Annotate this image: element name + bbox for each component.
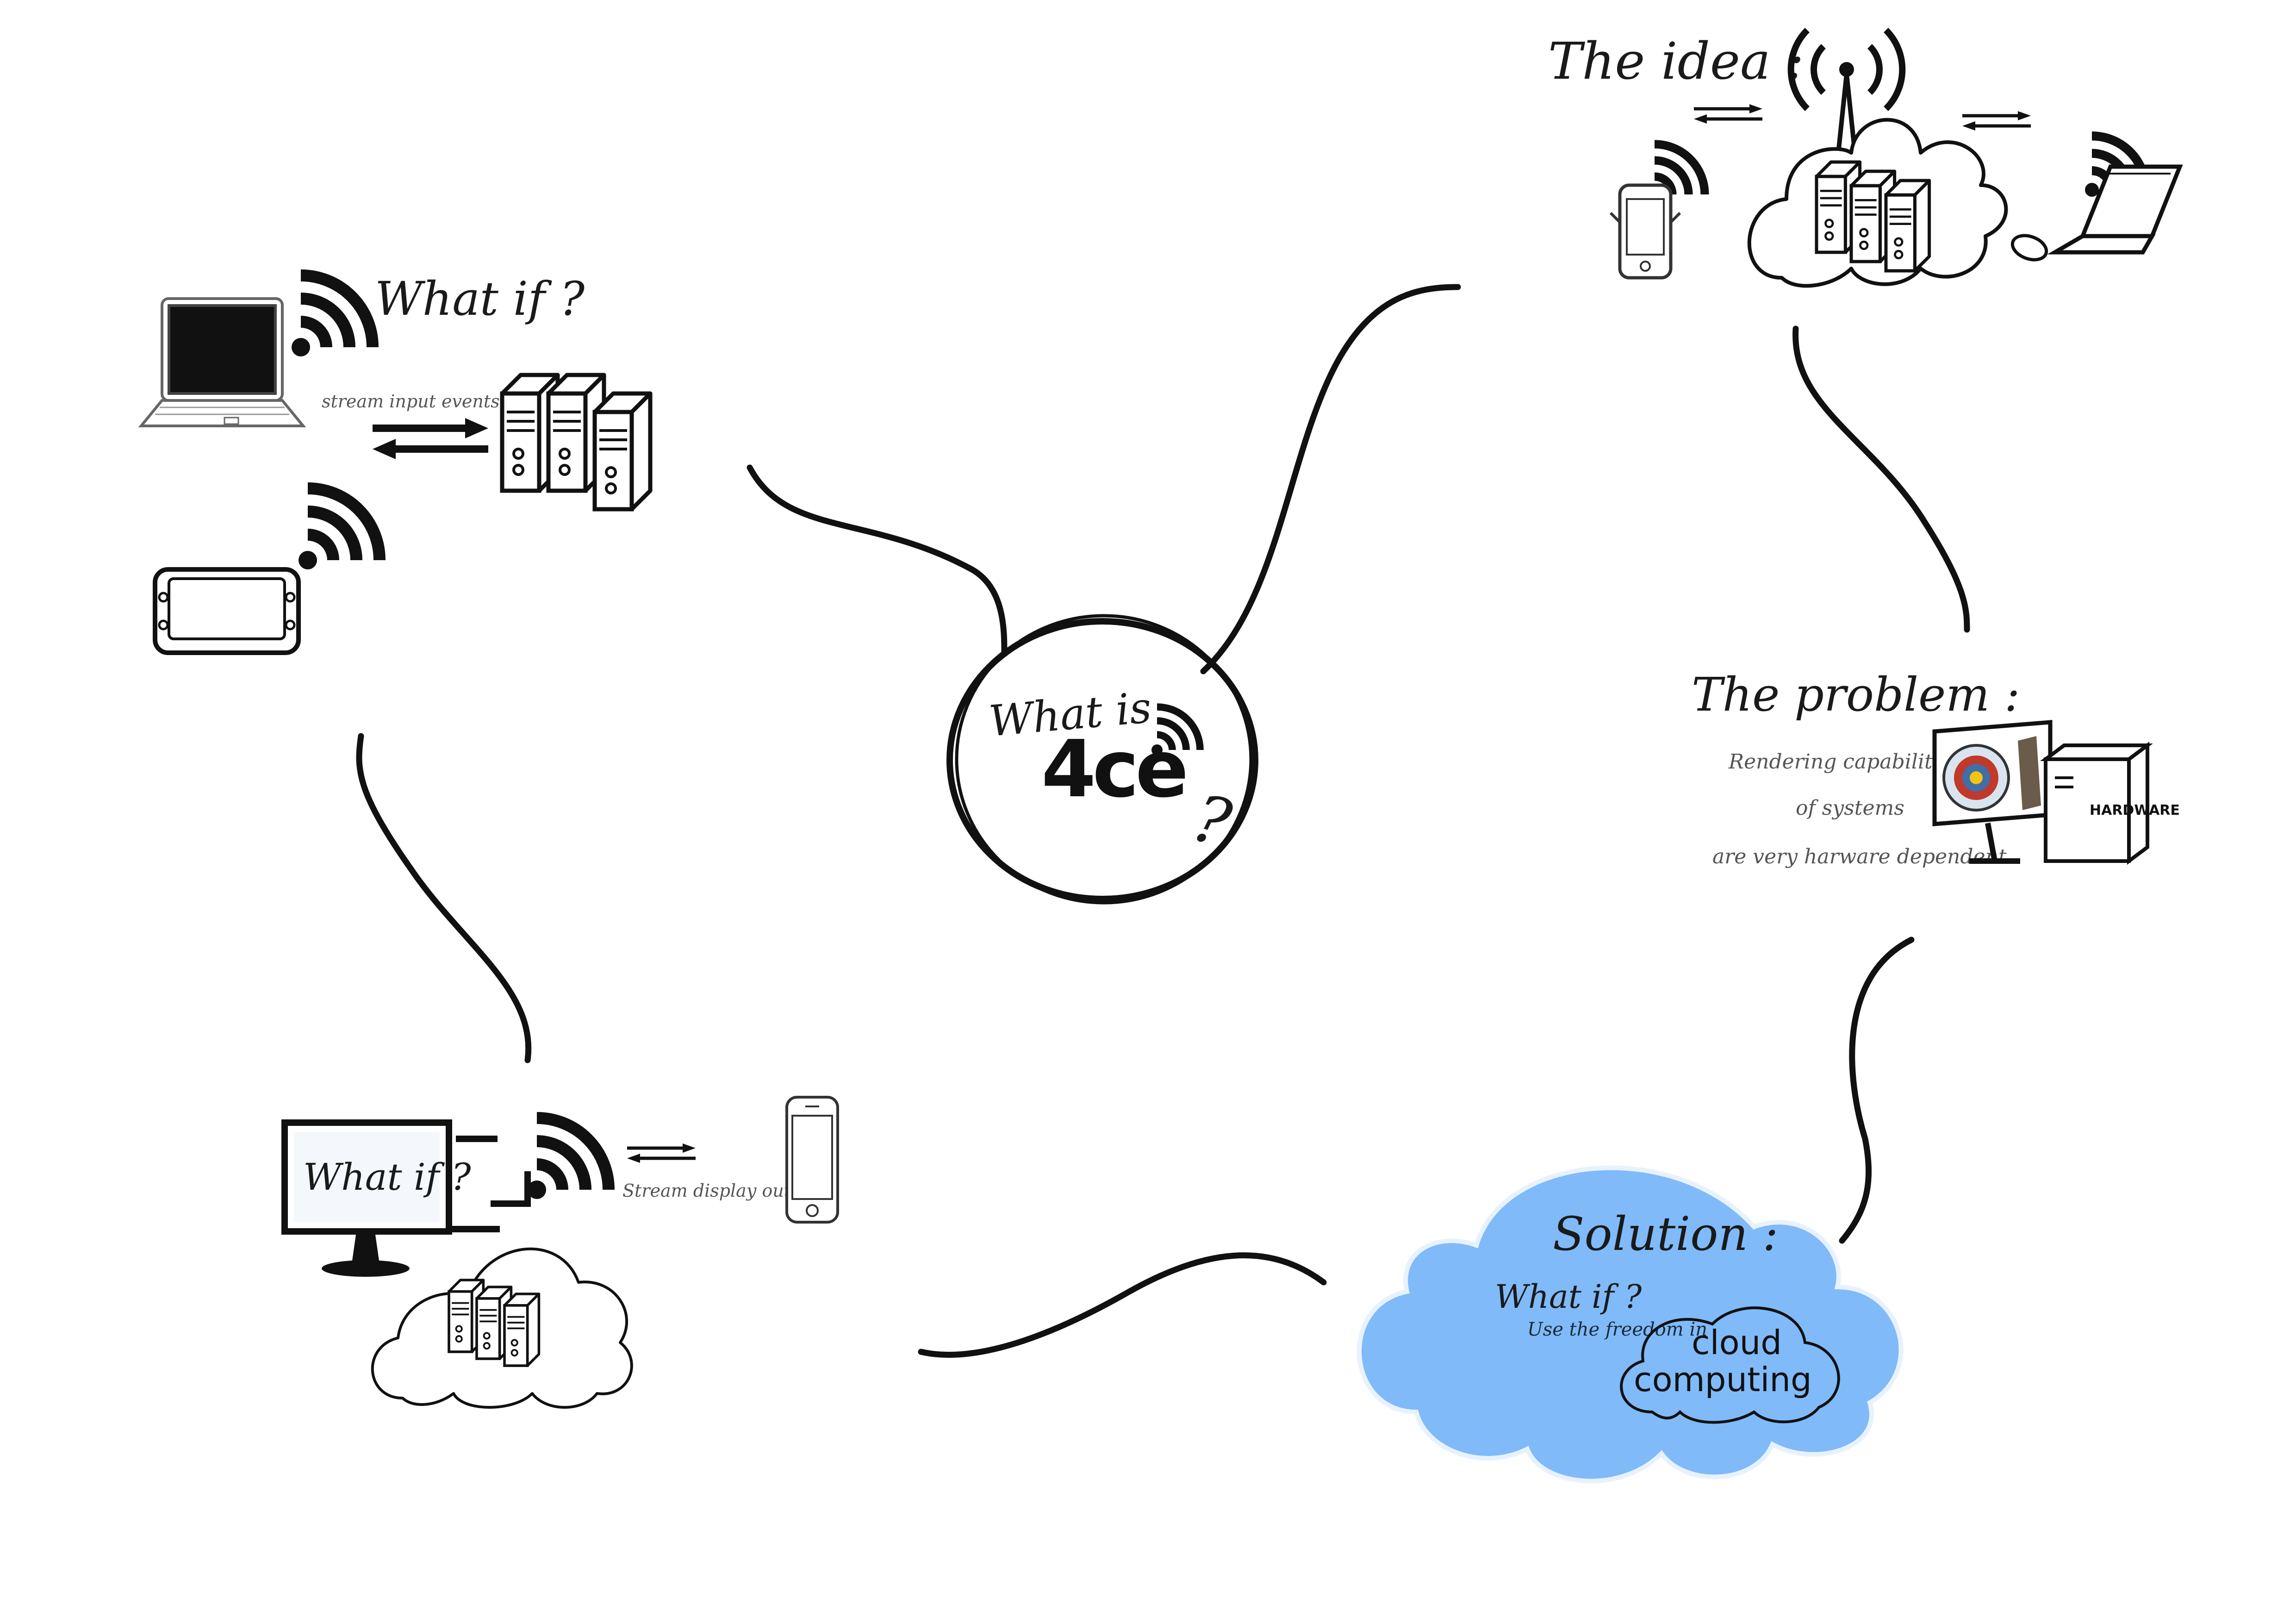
display-phone-icon	[785, 1096, 839, 1224]
center-node: What is 4ce ?	[946, 614, 1258, 905]
center-wifi-icon	[1151, 707, 1200, 756]
connector-idea-to-problem	[1792, 325, 1970, 633]
center-circle	[946, 618, 1258, 902]
cloud-icon	[1747, 118, 2008, 288]
idea-double-arrow-right-icon	[1962, 111, 2031, 131]
input-handheld-wifi-icon	[299, 488, 380, 569]
monitor-icon	[1932, 720, 2053, 864]
laptop-icon	[138, 297, 306, 427]
problem-line-2: of systems	[1796, 796, 1904, 820]
target-icon	[1942, 744, 2010, 812]
input-node: What if ? stream input events back	[138, 272, 650, 655]
display-double-arrow-icon	[627, 1143, 696, 1163]
solution-node: Solution : What if ? Use the freedom in …	[1357, 1165, 1904, 1484]
center-question-mark: ?	[1185, 780, 1239, 862]
monitor-display-icon: What if ?	[281, 1119, 472, 1277]
display-monitor-text: What if ?	[303, 1156, 472, 1199]
solution-what-if: What if ?	[1495, 1278, 1642, 1316]
idea-double-arrow-left-icon	[1694, 104, 1762, 124]
input-laptop-wifi-icon	[292, 275, 373, 356]
idea-laptop-icon	[2047, 164, 2183, 255]
connector-center-to-input	[747, 464, 1008, 656]
cell-tower-icon	[1787, 28, 1906, 164]
problem-title: The problem :	[1692, 668, 2020, 722]
display-cloud-icon	[371, 1247, 633, 1409]
idea-title: The idea :	[1548, 31, 1804, 91]
solution-cloud-shape	[1357, 1165, 1904, 1484]
connector-center-to-idea	[1200, 284, 1461, 675]
idea-node: The idea :	[1548, 28, 2183, 288]
solution-cloud-line-1: cloud	[1692, 1323, 1782, 1362]
connector-problem-to-solution	[1839, 937, 1915, 1244]
connector-solution-to-display	[918, 1252, 1327, 1358]
solution-title: Solution :	[1553, 1207, 1778, 1261]
solution-line: Use the freedom in	[1527, 1319, 1707, 1340]
input-double-arrow-icon	[373, 418, 488, 459]
input-title: What if ?	[375, 272, 585, 326]
problem-line-3: are very harware dependent	[1712, 845, 2007, 868]
center-circle-stroke-2	[955, 614, 1253, 905]
connector-lines	[356, 284, 1970, 1358]
display-wifi-icon	[528, 1118, 609, 1199]
hardware-label: HARDWARE	[2090, 802, 2180, 818]
mouse-icon	[2010, 234, 2048, 262]
solution-inner-cloud-icon	[1620, 1306, 1840, 1424]
smartphone-icon	[1609, 183, 1681, 280]
desktop-tower-icon: HARDWARE	[2040, 742, 2180, 865]
connector-display-to-input	[356, 733, 532, 1063]
handheld-device-icon	[153, 567, 301, 655]
server-rack-icon	[502, 375, 650, 509]
display-cables	[449, 1136, 531, 1232]
problem-node: The problem : Rendering capabilities of …	[1692, 668, 2180, 868]
display-node: What if ? Stream display output	[281, 1096, 839, 1409]
problem-line-1: Rendering capabilities	[1728, 750, 1961, 774]
solution-cloud-line-2: computing	[1634, 1360, 1812, 1399]
